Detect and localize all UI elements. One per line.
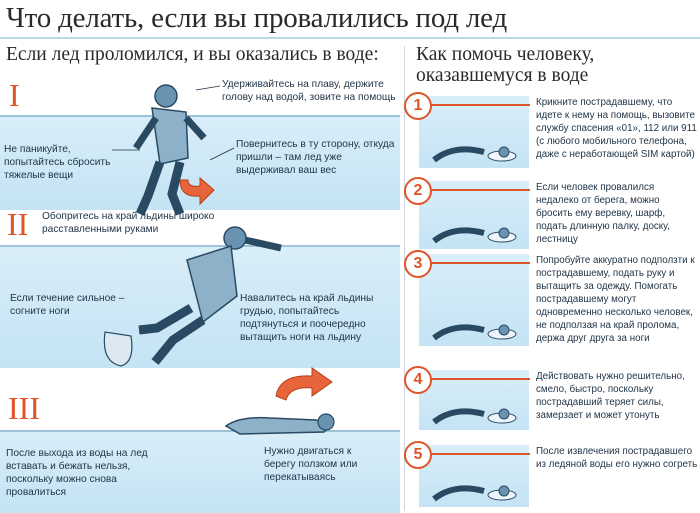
section-1-turn-arrow <box>179 176 215 206</box>
right-heading: Как помочь человеку, оказавшемуся в воде <box>416 44 595 86</box>
step-5-badge: 5 <box>404 441 432 469</box>
step-3-rule <box>430 262 530 264</box>
left-heading: Если лед проломился, и вы оказались в во… <box>6 44 379 65</box>
section-1-ice-line <box>0 115 400 117</box>
section-1-numeral: I <box>9 77 20 113</box>
step-5-figure <box>432 485 517 502</box>
section-2-ice-line <box>0 245 400 247</box>
step-2-badge: 2 <box>404 177 432 205</box>
section-2-note-current: Если течение сильное – согните ноги <box>10 293 125 317</box>
section-3-roll-arrow <box>275 367 333 401</box>
section-1-figure <box>133 84 207 216</box>
section-3-note-crawl: Нужно двигаться к берегу ползком или пер… <box>264 446 358 483</box>
step-4-text: Действовать нужно решительно, смело, быс… <box>536 371 685 421</box>
section-3-water <box>0 431 400 513</box>
section-1-note-float: Удерживайтесь на плаву, держите голову н… <box>222 79 396 103</box>
step-2-figure <box>432 227 517 244</box>
step-5-rule <box>430 453 530 455</box>
step-4-figure <box>432 408 517 425</box>
section-2-note-lean: Обопритесь на край льдины широко расстав… <box>42 211 215 235</box>
step-2-text: Если человек провалился недалеко от бере… <box>536 182 670 245</box>
step-1-badge: 1 <box>404 92 432 120</box>
step-2-rule <box>430 189 530 191</box>
section-2-note-pull-up: Навалитесь на край льдины грудью, попыта… <box>240 293 374 343</box>
page-title: Что делать, если вы провалились под лед <box>6 2 508 34</box>
section-3-ice-line <box>0 430 400 432</box>
section-3-numeral: III <box>8 390 40 426</box>
title-underline <box>0 37 700 39</box>
step-1-rule <box>430 104 530 106</box>
section-2-figure <box>103 226 282 367</box>
step-4-badge: 4 <box>404 366 432 394</box>
section-3-figure <box>224 413 335 435</box>
section-1-note-dont-panic: Не паникуйте, попытайтесь сбросить тяжел… <box>4 144 111 181</box>
section-1-note-turn: Повернитесь в ту сторону, откуда пришли … <box>236 139 395 176</box>
step-3-badge: 3 <box>404 250 432 278</box>
step-3-text: Попробуйте аккуратно подползти к пострад… <box>536 255 695 344</box>
step-4-rule <box>430 378 530 380</box>
step-1-figure <box>432 146 517 163</box>
section-1-leader-lines <box>112 85 235 161</box>
step-5-text: После извлечения пострадавшего из ледяно… <box>536 446 698 470</box>
step-1-text: Крикните пострадавшему, что идете к нему… <box>536 97 697 160</box>
column-divider <box>404 46 405 511</box>
step-3-figure <box>432 324 517 341</box>
section-2-numeral: II <box>7 206 29 242</box>
section-3-note-dont-run: После выхода из воды на лед вставать и б… <box>6 448 148 498</box>
